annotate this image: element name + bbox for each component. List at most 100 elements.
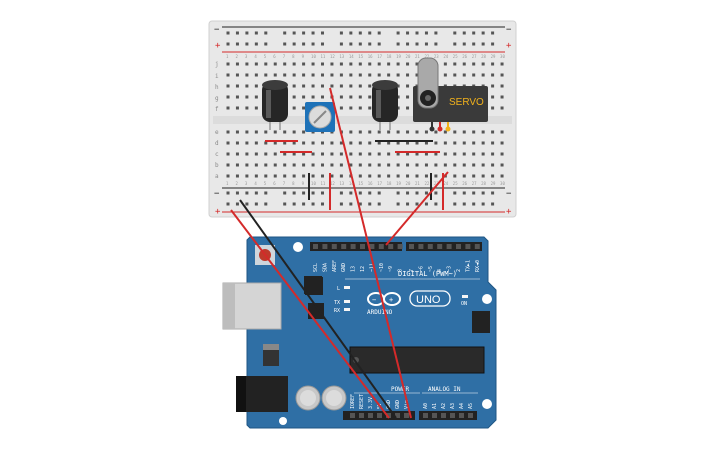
digital-pin-label: SCL: [313, 263, 319, 272]
digital-pin-label: ~10: [379, 263, 385, 272]
svg-text:8: 8: [292, 181, 295, 186]
svg-text:7: 7: [283, 181, 286, 186]
svg-text:28: 28: [481, 54, 486, 59]
rail-minus-bottom-left: −: [214, 189, 220, 199]
svg-text:11: 11: [321, 181, 326, 186]
icsp-header: [472, 311, 490, 333]
digital-pin-label: 2: [456, 269, 462, 272]
svg-text:5: 5: [264, 54, 267, 59]
digital-pin-label: ~11: [369, 263, 375, 272]
on-label: ON: [461, 301, 467, 307]
arduino-brand: ARDUINO: [367, 309, 393, 316]
rail-minus-bottom-right: −: [506, 189, 512, 199]
svg-text:3: 3: [245, 181, 248, 186]
tx-label: TX: [334, 300, 340, 306]
svg-text:9: 9: [302, 181, 305, 186]
svg-text:3: 3: [245, 54, 248, 59]
svg-text:19: 19: [396, 54, 401, 59]
digital-label: DIGITAL (PWM~): [398, 270, 457, 278]
svg-text:22: 22: [424, 181, 429, 186]
capacitor-2[interactable]: [372, 80, 398, 130]
svg-text:15: 15: [358, 54, 363, 59]
power-pin-label: RESET: [359, 394, 365, 409]
row-letter: a: [215, 173, 219, 180]
svg-text:21: 21: [415, 54, 420, 59]
digital-pin-label: TX►1: [465, 260, 471, 272]
svg-text:14: 14: [349, 181, 354, 186]
svg-text:26: 26: [462, 181, 467, 186]
servo-label: SERVO: [449, 97, 484, 108]
svg-text:12: 12: [330, 181, 335, 186]
svg-text:27: 27: [472, 54, 477, 59]
digital-pin-label: ~6: [418, 266, 424, 272]
svg-text:1: 1: [226, 54, 229, 59]
svg-text:10: 10: [311, 181, 316, 186]
svg-text:15: 15: [358, 181, 363, 186]
svg-text:11: 11: [321, 54, 326, 59]
wire-red-a0: [329, 87, 412, 419]
row-letter: c: [215, 151, 219, 158]
potentiometer[interactable]: [305, 102, 335, 132]
wire-black-gnd: [239, 199, 397, 419]
arduino-model: UNO: [416, 294, 441, 306]
svg-text:1: 1: [226, 181, 229, 186]
svg-text:29: 29: [491, 54, 496, 59]
svg-text:10: 10: [311, 54, 316, 59]
row-letter: j: [215, 61, 219, 68]
digital-pin-label: RX◄0: [475, 260, 481, 272]
svg-text:5: 5: [264, 181, 267, 186]
servo-motor[interactable]: SERVO: [413, 57, 488, 132]
svg-text:12: 12: [330, 54, 335, 59]
rail-minus-top-right: −: [506, 25, 512, 35]
svg-text:6: 6: [273, 54, 276, 59]
svg-text:30: 30: [500, 54, 505, 59]
digital-pin-label: ~3: [447, 266, 453, 272]
capacitor-1[interactable]: [262, 80, 288, 130]
analog-pin-label: A0: [423, 403, 429, 409]
svg-text:19: 19: [396, 181, 401, 186]
row-letter: d: [215, 140, 219, 147]
svg-text:30: 30: [500, 181, 505, 186]
digital-pin-label: ~5: [428, 266, 434, 272]
svg-text:18: 18: [387, 54, 392, 59]
svg-text:13: 13: [339, 181, 344, 186]
svg-text:23: 23: [434, 181, 439, 186]
row-letter: i: [215, 73, 219, 80]
svg-text:2: 2: [235, 54, 238, 59]
svg-text:22: 22: [424, 54, 429, 59]
svg-text:4: 4: [254, 54, 257, 59]
rail-plus-top-right: +: [506, 41, 512, 51]
power-pin-label: GND: [386, 400, 392, 409]
power-pin-label: GND: [395, 400, 401, 409]
wires[interactable]: [230, 87, 449, 419]
svg-text:16: 16: [368, 181, 373, 186]
svg-text:2: 2: [235, 181, 238, 186]
wire-red-5v: [230, 209, 390, 419]
svg-text:9: 9: [302, 54, 305, 59]
rail-plus-bottom-left: +: [215, 207, 221, 217]
svg-text:14: 14: [349, 54, 354, 59]
svg-text:24: 24: [443, 181, 448, 186]
svg-text:+: +: [389, 296, 393, 304]
svg-text:6: 6: [273, 181, 276, 186]
analog-pin-label: A1: [432, 403, 438, 409]
breadboard-jumpers[interactable]: [265, 140, 444, 210]
breadboard[interactable]: 1122334455667788991010111112121313141415…: [208, 20, 517, 218]
svg-text:25: 25: [453, 54, 458, 59]
digital-pin-label: 13: [351, 266, 357, 272]
svg-text:20: 20: [406, 181, 411, 186]
svg-text:17: 17: [377, 181, 382, 186]
breadboard-column-numbers: 1122334455667788991010111112121313141415…: [226, 54, 505, 186]
svg-text:16: 16: [368, 54, 373, 59]
svg-text:21: 21: [415, 181, 420, 186]
row-letter: h: [215, 84, 219, 91]
digital-pin-label: SDA: [322, 263, 328, 272]
svg-text:29: 29: [491, 181, 496, 186]
svg-text:8: 8: [292, 54, 295, 59]
row-letter: e: [215, 129, 219, 136]
